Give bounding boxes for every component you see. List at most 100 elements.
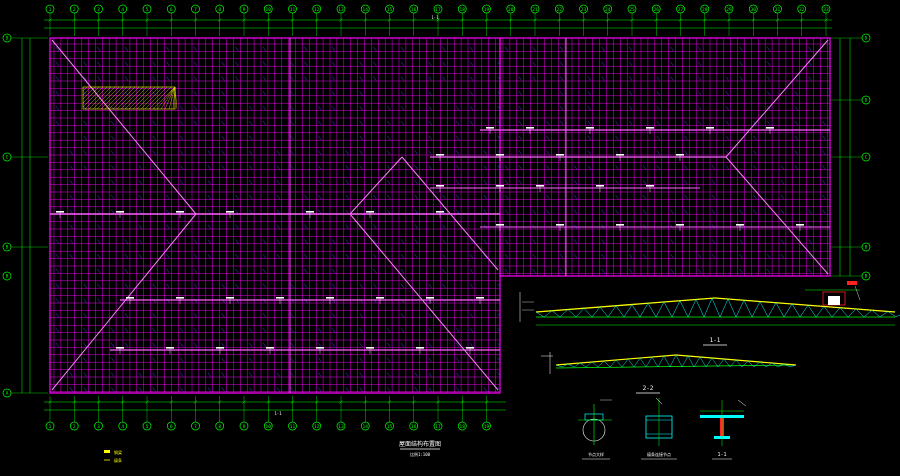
tie-rod <box>442 61 446 66</box>
tie-rod <box>504 239 509 244</box>
tie-rod <box>97 76 101 81</box>
beam-tag <box>116 347 124 349</box>
beam-tag <box>736 224 744 226</box>
tie-rod <box>152 387 156 392</box>
dim-tick <box>387 18 392 22</box>
truss-web <box>727 298 737 318</box>
tie-rod <box>753 194 757 200</box>
tie-rod <box>290 313 294 318</box>
tie-rod <box>414 254 418 259</box>
axis-number-top: 16 <box>411 7 417 13</box>
tie-rod <box>359 342 363 348</box>
tie-rod <box>469 46 474 52</box>
truss2-web <box>777 363 785 368</box>
tie-rod <box>794 106 798 111</box>
tie-rod <box>55 106 60 111</box>
axis-letter-right: D <box>865 36 868 42</box>
dim-tick <box>290 18 295 22</box>
tie-rod <box>469 254 474 259</box>
tie-rod <box>221 372 225 377</box>
tie-rod <box>560 120 564 126</box>
tie-rod <box>110 180 115 185</box>
beam-tag <box>176 211 184 213</box>
tie-rod <box>69 180 74 185</box>
tie-rod <box>373 239 377 244</box>
tie-rod <box>428 313 432 318</box>
tie-rod <box>248 150 253 155</box>
tie-rod <box>262 342 267 348</box>
dim-tick <box>460 400 464 404</box>
tie-rod <box>573 254 578 259</box>
tie-rod <box>483 387 487 392</box>
tie-rod <box>629 254 633 259</box>
tie-rod <box>780 165 785 170</box>
tie-rod <box>504 165 509 170</box>
tie-rod <box>414 239 418 244</box>
tie-rod <box>221 342 225 348</box>
tie-rod <box>601 61 605 66</box>
tie-rod <box>656 76 660 81</box>
truss2-web <box>753 361 761 368</box>
truss2-web <box>615 359 623 368</box>
axis-letter-left: A <box>6 391 9 397</box>
tie-rod <box>725 106 729 111</box>
tie-rod <box>110 194 115 200</box>
axis-number-top: 23 <box>581 7 587 13</box>
tie-rod <box>152 372 156 377</box>
tie-rod <box>573 180 578 185</box>
axis-number-top: 28 <box>702 7 708 13</box>
tie-rod <box>469 106 474 111</box>
tie-rod <box>711 180 716 185</box>
tie-rod <box>753 165 757 170</box>
tie-rod <box>235 268 239 274</box>
axis-number-bottom: 8 <box>218 424 221 430</box>
tie-rod <box>456 106 460 111</box>
tie-rod <box>670 61 674 66</box>
tie-rod <box>497 135 501 140</box>
dim-tick <box>169 400 173 404</box>
axis-letter-left: D <box>6 36 9 42</box>
tie-rod <box>318 372 322 377</box>
tie-rod <box>83 328 87 333</box>
tie-rod <box>642 209 647 214</box>
tie-rod <box>373 283 377 288</box>
truss2-web <box>591 361 599 368</box>
tie-rod <box>304 76 308 81</box>
tie-rod <box>124 61 129 66</box>
tie-rod <box>331 120 336 126</box>
tie-rod <box>248 328 253 333</box>
tie-rod <box>221 387 225 392</box>
tie-rod <box>615 150 619 155</box>
tie-rod <box>304 61 308 66</box>
tie-rod <box>359 283 363 288</box>
truss-web <box>823 306 833 318</box>
tie-rod <box>69 194 74 200</box>
tie-rod <box>193 342 198 348</box>
tie-rod <box>248 165 253 170</box>
tie-rod <box>83 150 87 155</box>
axis-number-top: 30 <box>751 7 757 13</box>
tie-rod <box>670 209 674 214</box>
dim-tick <box>315 400 319 404</box>
tie-rod <box>235 61 239 66</box>
tie-rod <box>442 76 446 81</box>
tie-rod <box>587 106 591 111</box>
tie-rod <box>546 165 550 170</box>
tie-rod <box>331 268 336 274</box>
tie-rod <box>518 76 522 81</box>
tie-rod <box>166 76 170 81</box>
tie-rod <box>359 61 363 66</box>
axis-number-top: 27 <box>678 7 684 13</box>
tie-rod <box>359 328 363 333</box>
tie-rod <box>656 165 660 170</box>
truss-web <box>559 309 569 318</box>
tie-rod <box>83 387 87 392</box>
tie-rod <box>642 180 647 185</box>
hatch-stroke <box>100 86 124 110</box>
tie-rod <box>518 106 522 111</box>
beam-tag <box>526 127 534 129</box>
tie-rod <box>235 224 239 229</box>
tie-rod <box>629 61 633 66</box>
tie-rod <box>359 357 363 362</box>
tie-rod <box>221 313 225 318</box>
